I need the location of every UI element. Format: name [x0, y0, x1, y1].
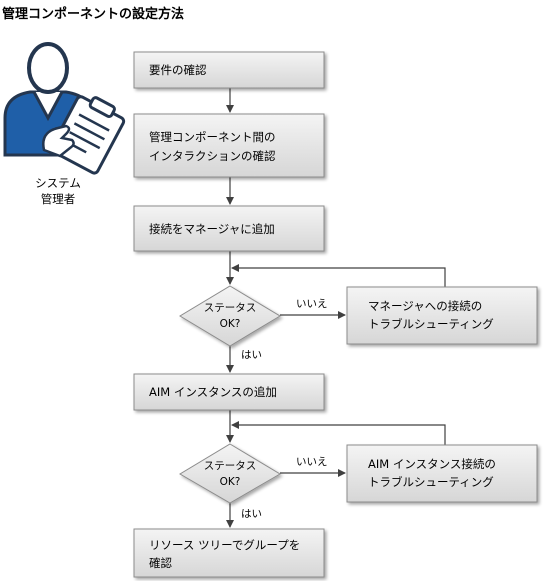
- arrow-trouble1-loop-back: [231, 264, 446, 287]
- trouble1-label-line1: マネージャへの接続の: [368, 299, 482, 313]
- page-title: 管理コンポーネントの設定方法: [2, 7, 185, 22]
- decision2-label-line2: OK?: [220, 476, 241, 488]
- step4-label: AIM インスタンスの追加: [149, 385, 277, 399]
- step-troubleshoot-manager-connection: マネージャへの接続の トラブルシューティング: [346, 286, 538, 345]
- step5-label-line2: 確認: [149, 556, 172, 570]
- decision1-no-label: いいえ: [296, 298, 328, 310]
- step1-label: 要件の確認: [149, 63, 207, 77]
- decision-status-ok-2: ステータス OK?: [179, 443, 281, 504]
- decision2-yes-label: はい: [241, 508, 262, 520]
- arrow-trouble2-loop-back: [231, 421, 446, 445]
- actor-role-line1: システム: [35, 176, 81, 190]
- trouble1-label-line2: トラブルシューティング: [368, 317, 494, 331]
- decision2-label-line1: ステータス: [204, 460, 257, 472]
- trouble2-label-line2: トラブルシューティング: [368, 475, 494, 489]
- step2-label-line1: 管理コンポーネント間の: [149, 130, 276, 144]
- step-add-connection-to-manager: 接続をマネージャに追加: [133, 205, 325, 252]
- connectors: [226, 88, 446, 528]
- step-verify-groups-in-resource-tree: リソース ツリーでグループを 確認: [133, 528, 325, 578]
- step-add-aim-instance: AIM インスタンスの追加: [133, 373, 325, 411]
- decision2-no-label: いいえ: [296, 456, 328, 468]
- decision1-yes-label: はい: [241, 349, 262, 361]
- actor-role-line2: 管理者: [41, 192, 76, 206]
- step3-label: 接続をマネージャに追加: [149, 222, 275, 236]
- trouble2-label-line1: AIM インスタンス接続の: [368, 457, 496, 471]
- decision-status-ok-1: ステータス OK?: [179, 285, 281, 347]
- step-troubleshoot-aim-instance-connection: AIM インスタンス接続の トラブルシューティング: [346, 444, 538, 503]
- step2-label-line2: インタラクションの確認: [149, 149, 276, 163]
- step-review-component-interaction: 管理コンポーネント間の インタラクションの確認: [133, 113, 325, 178]
- system-administrator-icon: [3, 42, 126, 175]
- decision1-label-line2: OK?: [220, 318, 241, 330]
- step-review-requirements: 要件の確認: [133, 51, 325, 89]
- decision1-label-line1: ステータス: [204, 302, 257, 314]
- step5-label-line1: リソース ツリーでグループを: [149, 538, 300, 552]
